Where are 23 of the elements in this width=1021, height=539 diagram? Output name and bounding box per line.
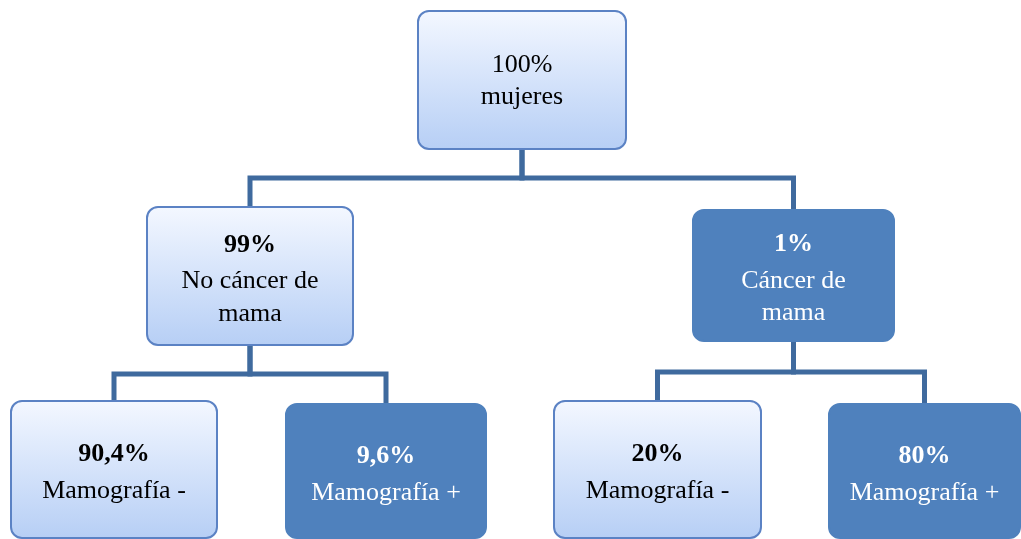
box-label: No cáncer de mama <box>180 264 320 329</box>
percentage-label: 9,6% <box>356 438 416 471</box>
tree-box <box>146 206 354 346</box>
tree-box <box>828 403 1021 539</box>
connector-line <box>247 346 389 403</box>
connector-line <box>519 150 796 209</box>
tree-box <box>692 209 895 342</box>
connector-line <box>791 342 927 403</box>
box-label: Mamografía + <box>849 475 1000 508</box>
percentage-label: 80% <box>898 438 951 471</box>
box-label: Mamografía + <box>311 475 461 508</box>
tree-box <box>285 403 487 539</box>
box-label: Cáncer de mama <box>740 263 847 329</box>
box-label: Mamografía - <box>585 474 730 507</box>
box-label: 100% mujeres <box>479 47 565 112</box>
percentage-label: 1% <box>774 227 813 260</box>
percentage-label: 20% <box>631 437 684 470</box>
tree-box <box>10 400 218 539</box>
tree-box <box>553 400 762 539</box>
box-label: Mamografía - <box>42 474 186 507</box>
percentage-label: 90,4% <box>78 437 150 470</box>
tree-box <box>417 10 627 150</box>
percentage-label: 99% <box>224 227 276 260</box>
